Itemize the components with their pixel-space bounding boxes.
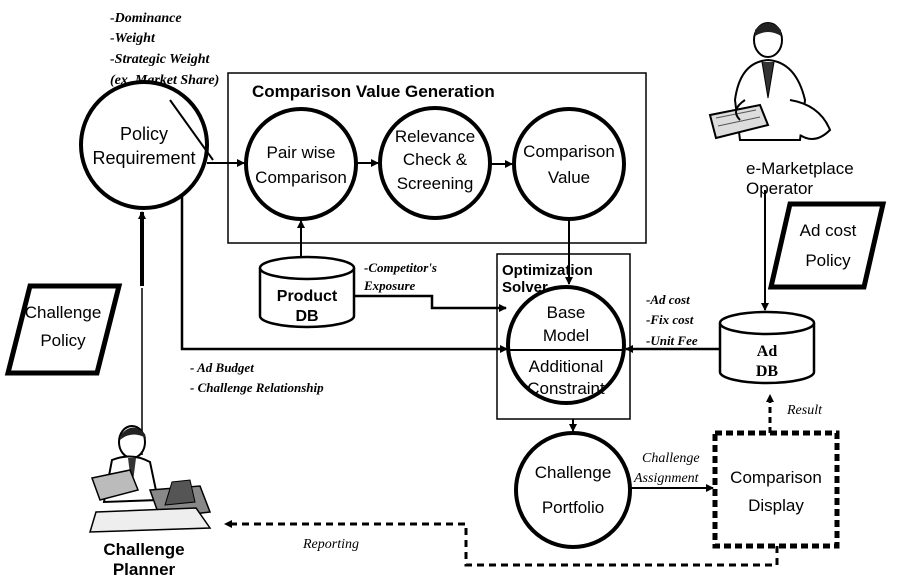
comparison-value-generation-label: Comparison Value Generation: [252, 82, 495, 101]
challenge-portfolio-label-2: Portfolio: [542, 498, 604, 517]
relevance-check-label-3: Screening: [397, 174, 474, 193]
result-label: Result: [786, 403, 823, 418]
base-model-label-1: Base: [547, 303, 586, 322]
policy-requirement-circle: [79, 80, 209, 210]
competitor-exposure-label-2: Exposure: [363, 278, 416, 293]
arrow-productdb-to-optimization: [354, 294, 507, 312]
additional-constraint-label-2: Constraint: [527, 379, 605, 398]
relevance-check-label-2: Check &: [403, 150, 468, 169]
arrow-policy-to-optimization: [180, 196, 508, 353]
challenge-policy-label-2: Policy: [40, 331, 86, 350]
challenge-portfolio-circle: [514, 431, 632, 549]
planner-label-1: Challenge: [103, 540, 184, 559]
planner-figure-icon: [88, 425, 212, 533]
ad-db-label-1: Ad: [757, 343, 778, 360]
policy-param-weight: -Weight: [110, 31, 156, 46]
comparison-value-circle: [512, 107, 626, 221]
comparison-display-label-2: Display: [748, 496, 804, 515]
policy-param-strategic-weight: -Strategic Weight: [110, 52, 211, 67]
operator-figure-icon: [708, 22, 832, 141]
competitor-exposure-label-1: -Competitor's: [364, 260, 437, 275]
ad-db-label-2: DB: [756, 363, 779, 380]
cost-param-unit-fee: -Unit Fee: [646, 333, 698, 348]
policy-requirement-label-1: Policy: [120, 124, 168, 144]
pair-wise-comparison-label-1: Pair wise: [267, 143, 336, 162]
optimization-model-circle: [506, 285, 626, 405]
base-model-label-2: Model: [543, 326, 589, 345]
budget-param-challenge-relationship: - Challenge Relationship: [190, 380, 324, 395]
cost-param-fix-cost: -Fix cost: [646, 312, 694, 327]
planner-label-2: Planner: [113, 560, 176, 579]
ad-cost-policy-label-2: Policy: [805, 251, 851, 270]
product-db-cylinder: [258, 255, 356, 329]
optimization-solver-box: [496, 253, 631, 420]
product-db-label-2: DB: [295, 308, 318, 325]
challenge-portfolio-label-1: Challenge: [535, 463, 612, 482]
comparison-display-label-1: Comparison: [730, 468, 822, 487]
challenge-policy-label-1: Challenge: [25, 303, 102, 322]
product-db-label-1: Product: [277, 288, 338, 305]
relevance-check-label-1: Relevance: [395, 127, 475, 146]
policy-param-dominance: -Dominance: [110, 11, 182, 26]
policy-params-pointer: [169, 99, 214, 161]
comparison-value-label-1: Comparison: [523, 142, 615, 161]
pair-wise-comparison-label-2: Comparison: [255, 168, 347, 187]
arrow-reporting-to-planner: [224, 520, 779, 567]
challenge-assignment-label-1: Challenge: [642, 451, 700, 466]
ad-cost-policy-box: [767, 201, 887, 290]
comparison-value-generation-box: [227, 72, 647, 244]
optimization-solver-label-1: Optimization: [502, 262, 593, 279]
comparison-display-box: [712, 430, 840, 549]
ad-db-cylinder: [718, 310, 816, 385]
additional-constraint-label-1: Additional: [529, 357, 604, 376]
budget-param-ad-budget: - Ad Budget: [190, 360, 254, 375]
pair-wise-comparison-circle: [244, 107, 358, 221]
optimization-solver-label-2: Solver: [502, 279, 548, 296]
ad-cost-policy-label-1: Ad cost: [800, 221, 857, 240]
comparison-value-label-2: Value: [548, 168, 590, 187]
policy-requirement-label-2: Requirement: [92, 148, 195, 168]
operator-label-1: e-Marketplace: [746, 159, 854, 178]
challenge-assignment-label-2: Assignment: [633, 471, 700, 486]
reporting-label: Reporting: [302, 537, 359, 552]
challenge-policy-box: [4, 283, 123, 376]
operator-label-2: Operator: [746, 179, 813, 198]
policy-param-market-share: (ex, Market Share): [110, 73, 219, 88]
cost-param-ad-cost: -Ad cost: [646, 292, 690, 307]
